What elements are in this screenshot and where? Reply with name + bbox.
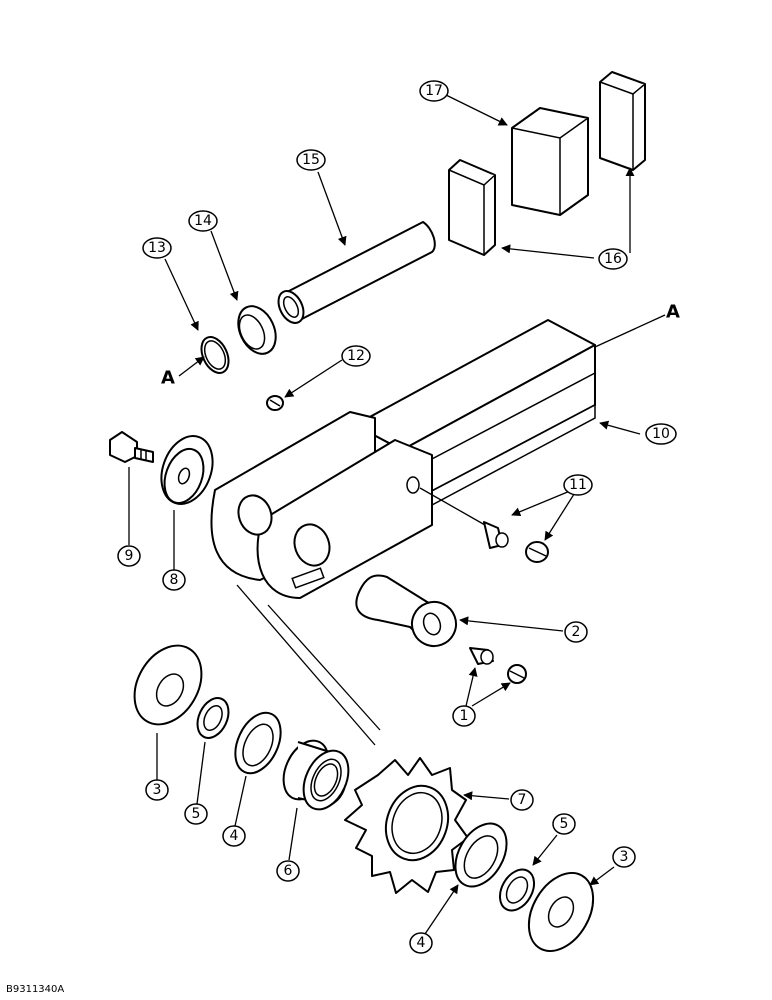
svg-text:6: 6	[284, 863, 293, 879]
part-16-wear-pad-lower	[448, 159, 496, 256]
part-4-seal-left	[234, 711, 282, 775]
svg-text:3: 3	[153, 782, 162, 798]
idler-yoke	[210, 411, 433, 599]
svg-text:16: 16	[604, 251, 622, 267]
svg-text:14: 14	[194, 213, 212, 229]
svg-text:3: 3	[620, 849, 629, 865]
part-17-block	[511, 107, 589, 216]
callout-16: 16	[598, 248, 628, 270]
callout-12: 12	[341, 345, 371, 367]
callout-15: 15	[296, 149, 326, 171]
svg-text:4: 4	[230, 828, 239, 844]
leader-lines	[128, 94, 666, 935]
part-6-bearing	[282, 739, 350, 811]
section-marker-a-left: A	[161, 368, 175, 389]
callout-8: 8	[162, 569, 186, 591]
callout-3-right: 3	[612, 846, 636, 868]
part-11-fittings	[419, 487, 549, 563]
part-13-snap-ring	[200, 336, 230, 374]
svg-text:7: 7	[518, 792, 527, 808]
svg-text:11: 11	[569, 477, 587, 493]
callout-10: 10	[645, 423, 677, 445]
svg-text:13: 13	[148, 240, 166, 256]
part-16-wear-pad-upper	[599, 71, 646, 171]
assembly-guide-line-1	[236, 584, 376, 746]
svg-text:15: 15	[302, 152, 320, 168]
callout-7: 7	[510, 789, 534, 811]
part-7-sprocket	[344, 757, 469, 894]
svg-text:17: 17	[425, 83, 443, 99]
callout-13: 13	[142, 237, 172, 259]
svg-text:1: 1	[460, 708, 469, 724]
svg-text:5: 5	[560, 816, 569, 832]
part-3-washer-left	[133, 644, 203, 726]
part-1-fittings	[469, 647, 527, 684]
callout-3-left: 3	[145, 779, 169, 801]
callout-1: 1	[452, 705, 476, 727]
part-2-axle	[355, 574, 457, 647]
callout-5-right: 5	[552, 813, 576, 835]
callout-9: 9	[117, 545, 141, 567]
callout-2: 2	[564, 621, 588, 643]
part-4-seal-right	[454, 822, 508, 888]
part-8-washer	[160, 435, 214, 505]
callout-4-left: 4	[222, 825, 246, 847]
svg-text:4: 4	[417, 935, 426, 951]
part-5-spacer-right	[498, 868, 536, 912]
part-14-bushing	[237, 305, 277, 355]
callout-11: 11	[563, 474, 593, 496]
figure-id: B9311340A	[6, 984, 64, 995]
svg-text:5: 5	[192, 806, 201, 822]
svg-text:12: 12	[347, 348, 365, 364]
svg-text:9: 9	[125, 548, 134, 564]
assembly-guide-line-2	[267, 604, 381, 731]
part-12-plug	[266, 395, 284, 411]
callout-6: 6	[276, 860, 300, 882]
part-15-pin	[277, 221, 436, 324]
callout-17: 17	[419, 80, 449, 102]
part-3-washer-right	[527, 872, 595, 952]
part-5-spacer-left	[196, 697, 230, 739]
svg-text:2: 2	[572, 624, 581, 640]
part-9-bolt	[109, 431, 154, 463]
callout-5-left: 5	[184, 803, 208, 825]
svg-text:10: 10	[652, 426, 670, 442]
section-marker-a-right: A	[666, 302, 680, 323]
svg-text:8: 8	[170, 572, 179, 588]
callout-4-right: 4	[409, 932, 433, 954]
callout-14: 14	[188, 210, 218, 232]
